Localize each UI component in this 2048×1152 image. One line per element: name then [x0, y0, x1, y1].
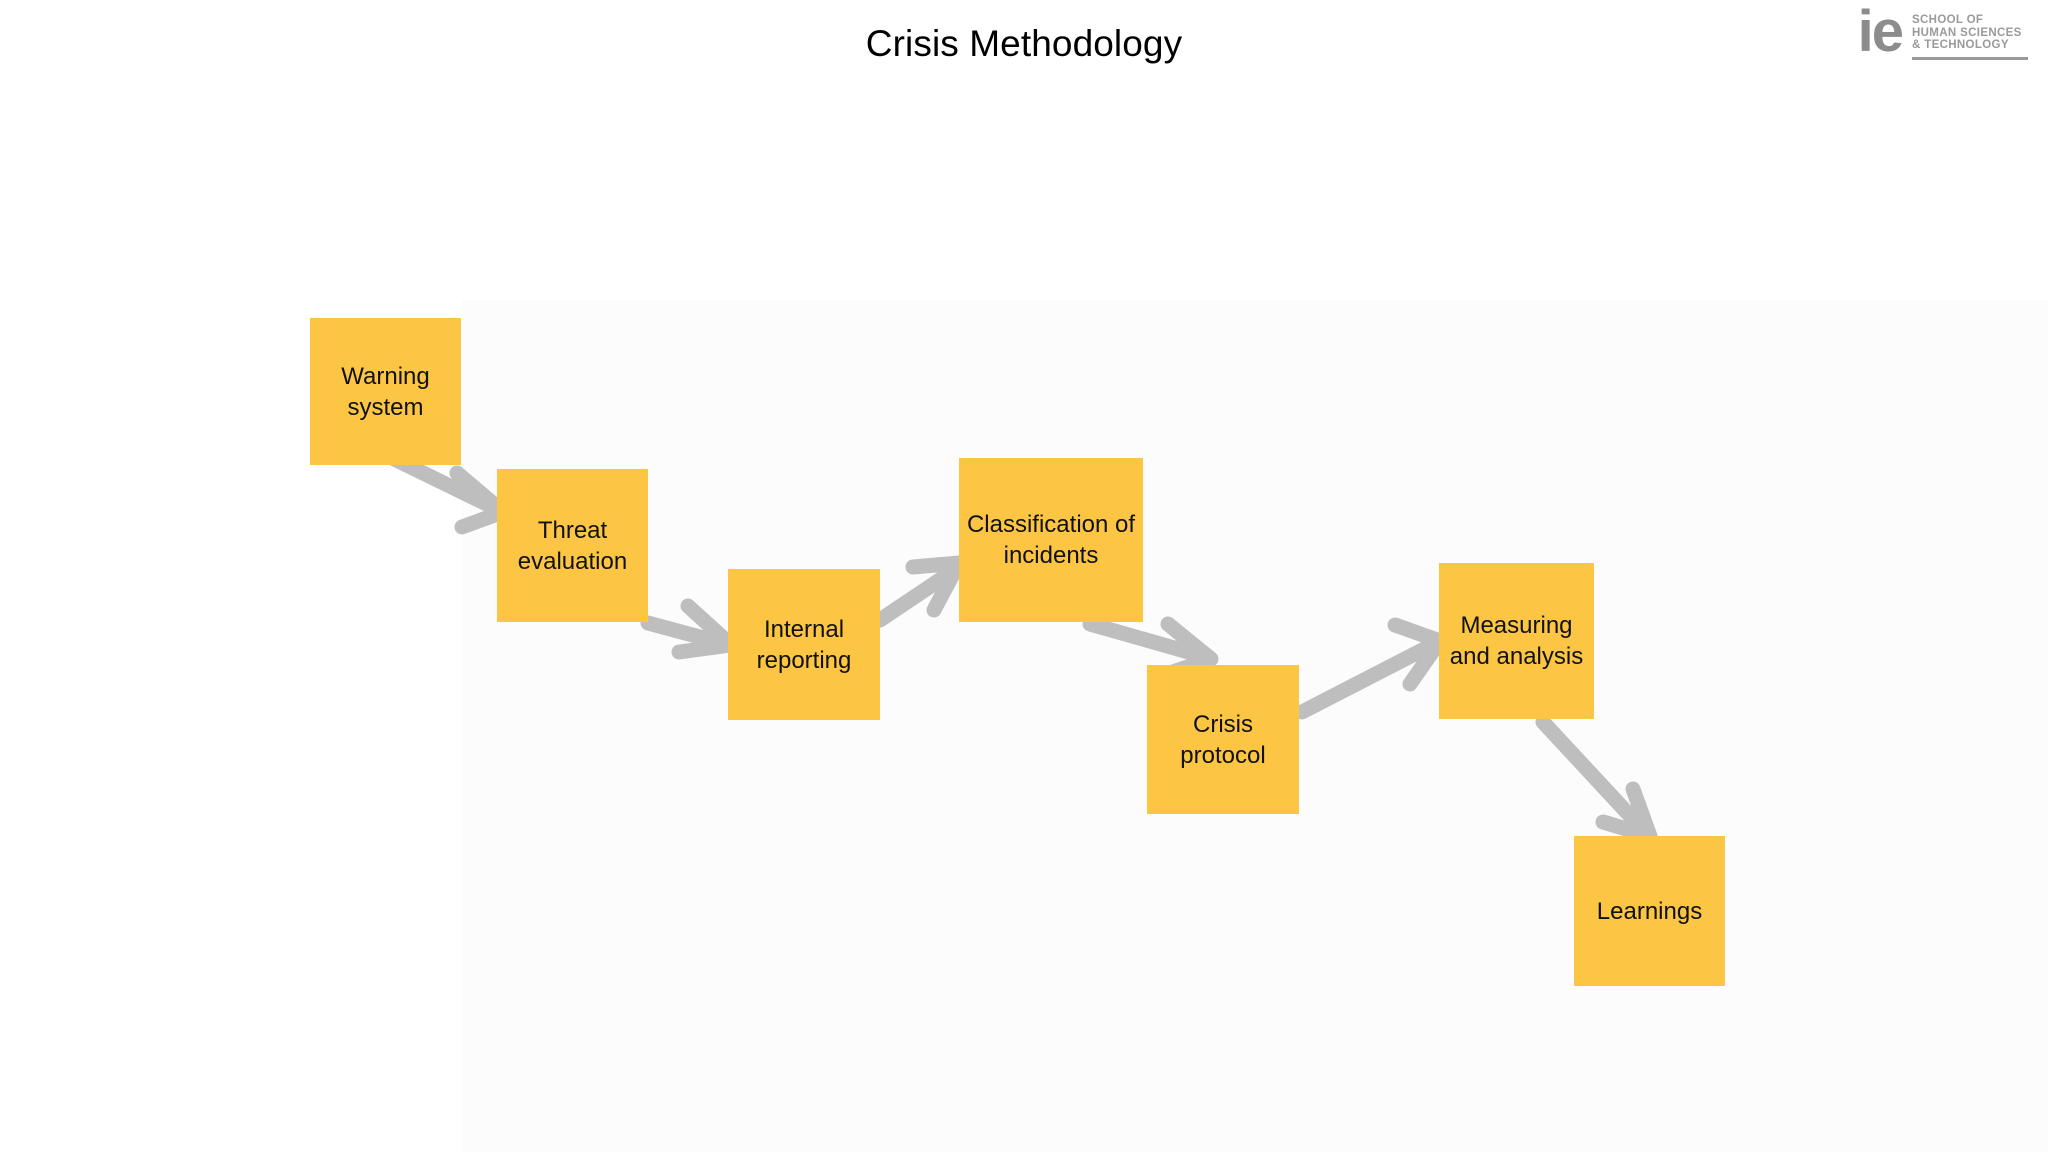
arrow-internal-reporting-to-classification [872, 555, 970, 628]
logo-line-3: & TECHNOLOGY [1912, 39, 2009, 51]
node-internal-reporting-label: Internal reporting [756, 615, 852, 674]
node-crisis-protocol[interactable]: Crisis protocol [1147, 665, 1299, 814]
node-classification-of-incidents[interactable]: Classification of incidents [959, 458, 1143, 622]
node-internal-reporting[interactable]: Internal reporting [728, 569, 880, 720]
node-learnings[interactable]: Learnings [1574, 836, 1725, 986]
node-measuring-and-analysis-label: Measuring and analysis [1449, 612, 1584, 670]
arrow-threat-evaluation-to-internal-reporting [640, 598, 739, 660]
ie-logo-mark: ie [1857, 0, 1904, 64]
arrow-crisis-protocol-to-measuring-and-analysis [1294, 617, 1448, 720]
logo-underline [1912, 56, 2028, 60]
page-title: Crisis Methodology [865, 23, 1183, 64]
node-warning-system[interactable]: Warning system [310, 318, 461, 465]
node-learnings-label: Learnings [1596, 897, 1703, 925]
node-warning-system-label: Warning system [341, 362, 430, 421]
logo-line-2: HUMAN SCIENCES [1912, 26, 2022, 39]
node-measuring-and-analysis[interactable]: Measuring and analysis [1439, 563, 1594, 719]
logo-text-block: SCHOOL OF HUMAN SCIENCES & TECHNOLOGY [1912, 6, 2028, 60]
node-threat-evaluation[interactable]: Threat evaluation [497, 469, 648, 622]
arrow-measuring-and-analysis-to-learnings [1535, 714, 1658, 844]
node-classification-of-incidents-label: Classification of incidents [966, 511, 1136, 569]
node-crisis-protocol-label: Crisis protocol [1180, 710, 1266, 769]
logo-line-1: SCHOOL OF [1912, 14, 1984, 26]
node-threat-evaluation-label: Threat evaluation [517, 516, 628, 575]
ie-school-logo: ie SCHOOL OF HUMAN SCIENCES & TECHNOLOGY [1857, 0, 2028, 64]
